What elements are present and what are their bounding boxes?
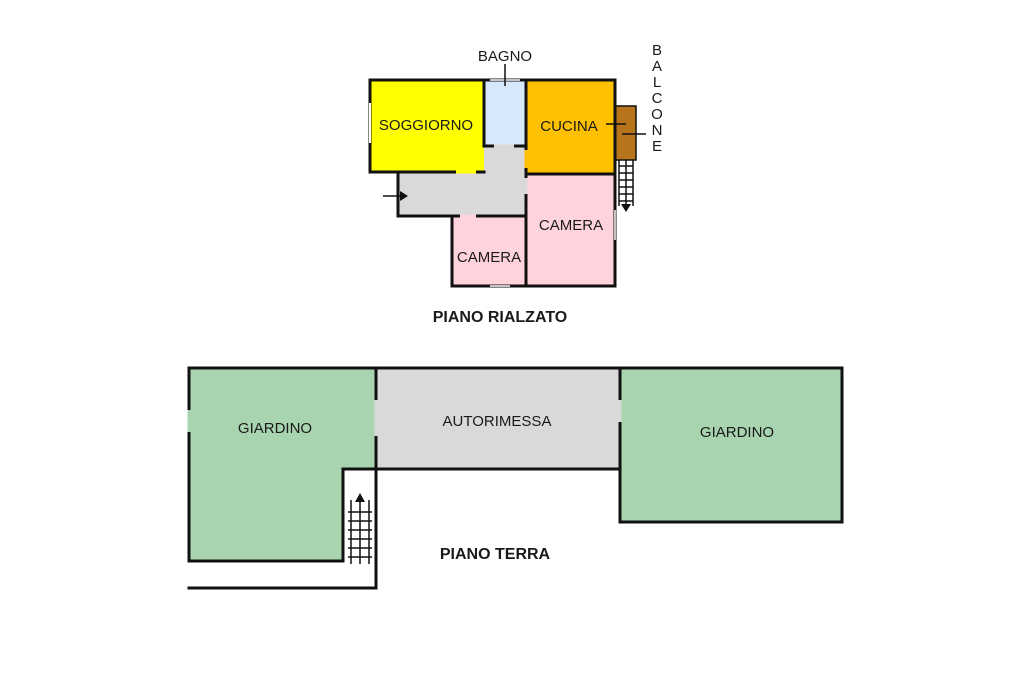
label-soggiorno: SOGGIORNO — [379, 117, 473, 134]
corridoio-area — [398, 146, 526, 216]
giardino-left-area — [189, 368, 376, 561]
balcone-area — [615, 106, 636, 160]
label-cucina: CUCINA — [540, 118, 598, 135]
label-balcone: BALCONE — [649, 42, 666, 154]
autorimessa-area — [376, 368, 620, 469]
camera-large-room — [526, 174, 615, 286]
giardino-right-area — [620, 368, 842, 522]
balcone-stairs — [618, 160, 634, 212]
cucina-room — [526, 80, 615, 174]
bagno-room — [484, 80, 526, 146]
label-camera-large: CAMERA — [539, 217, 603, 234]
label-giardino-left: GIARDINO — [238, 420, 312, 437]
label-camera-small: CAMERA — [457, 249, 521, 266]
soggiorno-room — [370, 80, 484, 172]
title-piano-terra: PIANO TERRA — [440, 546, 551, 563]
upper-floor: SOGGIORNO BAGNO CUCINA CAMERA CAMERA BAL… — [368, 42, 666, 326]
title-piano-rialzato: PIANO RIALZATO — [433, 309, 568, 326]
ground-stairs — [348, 493, 372, 564]
label-giardino-right: GIARDINO — [700, 424, 774, 441]
label-bagno: BAGNO — [478, 48, 532, 65]
label-autorimessa: AUTORIMESSA — [443, 413, 552, 430]
ground-floor: GIARDINO AUTORIMESSA GIARDINO PIANO TERR… — [187, 366, 844, 590]
entrance-arrow-icon — [383, 191, 408, 201]
camera-small-room — [452, 216, 526, 286]
